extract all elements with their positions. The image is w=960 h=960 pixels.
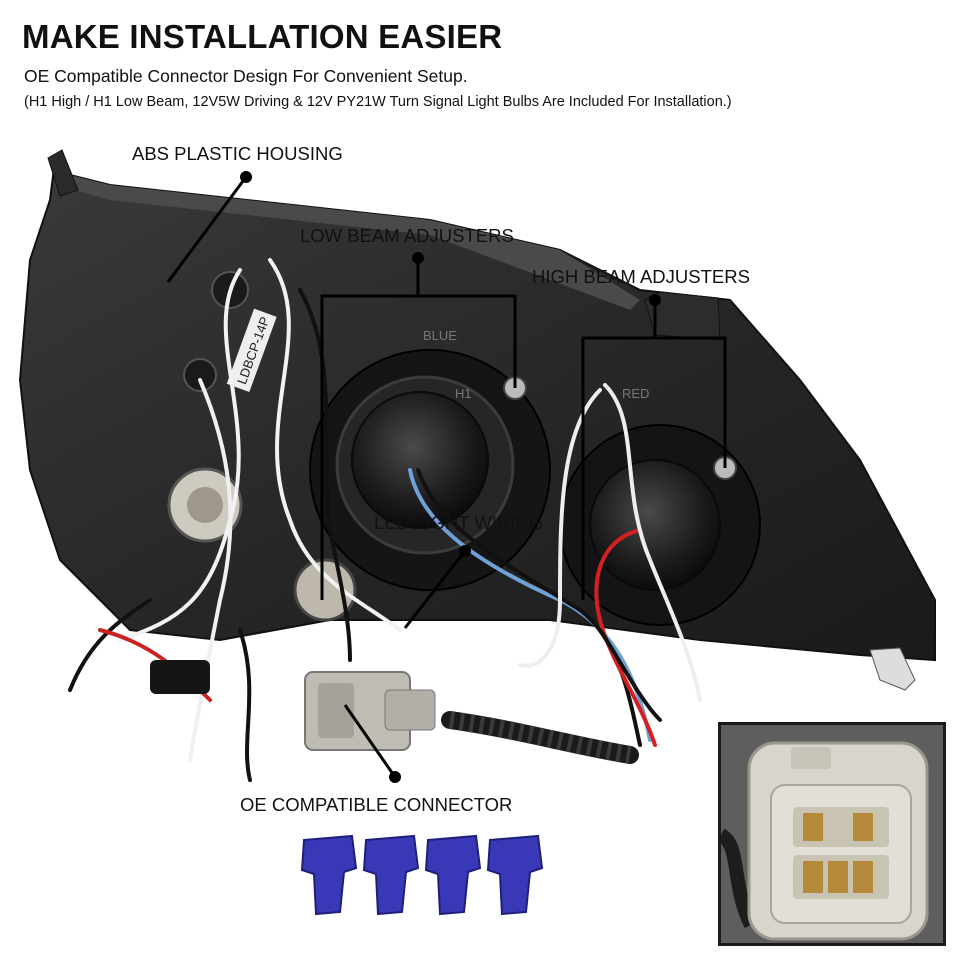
callout-dot-housing [240, 171, 252, 183]
callout-high-beam: HIGH BEAM ADJUSTERS [532, 266, 750, 287]
grommet [150, 660, 210, 694]
callout-low-beam: LOW BEAM ADJUSTERS [300, 225, 514, 246]
callout-wiring: LED LIGHT WIRING [374, 512, 544, 533]
connector-closeup-inset [718, 722, 946, 946]
splice-connector-4 [486, 834, 544, 916]
subtitle: OE Compatible Connector Design For Conve… [24, 66, 468, 86]
splice-connectors [300, 834, 544, 916]
oe-connector [304, 671, 436, 751]
label-h1: H1 [455, 386, 472, 401]
callout-dot-wiring [459, 545, 471, 557]
label-blue: BLUE [423, 328, 457, 343]
bulb-note: (H1 High / H1 Low Beam, 12V5W Driving & … [24, 94, 732, 110]
splice-connector-3 [424, 834, 482, 916]
callout-connector: OE COMPATIBLE CONNECTOR [240, 794, 513, 815]
housing-top-flange [70, 175, 640, 310]
callout-dot-connector [389, 771, 401, 783]
mount-tab-left [47, 149, 79, 197]
headline: MAKE INSTALLATION EASIER [22, 18, 503, 55]
side-socket-2 [183, 358, 217, 392]
high-beam-cap [589, 459, 721, 591]
label-red: RED [622, 386, 649, 401]
callout-dot-low-beam [412, 252, 424, 264]
bottom-bracket [869, 647, 916, 691]
low-beam-cap [351, 391, 489, 529]
mount-tab-right [644, 291, 721, 341]
splice-connector-2 [362, 834, 420, 916]
splice-connector-1 [300, 834, 358, 916]
callout-housing: ABS PLASTIC HOUSING [132, 143, 343, 164]
callout-dot-high-beam [649, 294, 661, 306]
connector-closeup-photo [721, 725, 943, 943]
